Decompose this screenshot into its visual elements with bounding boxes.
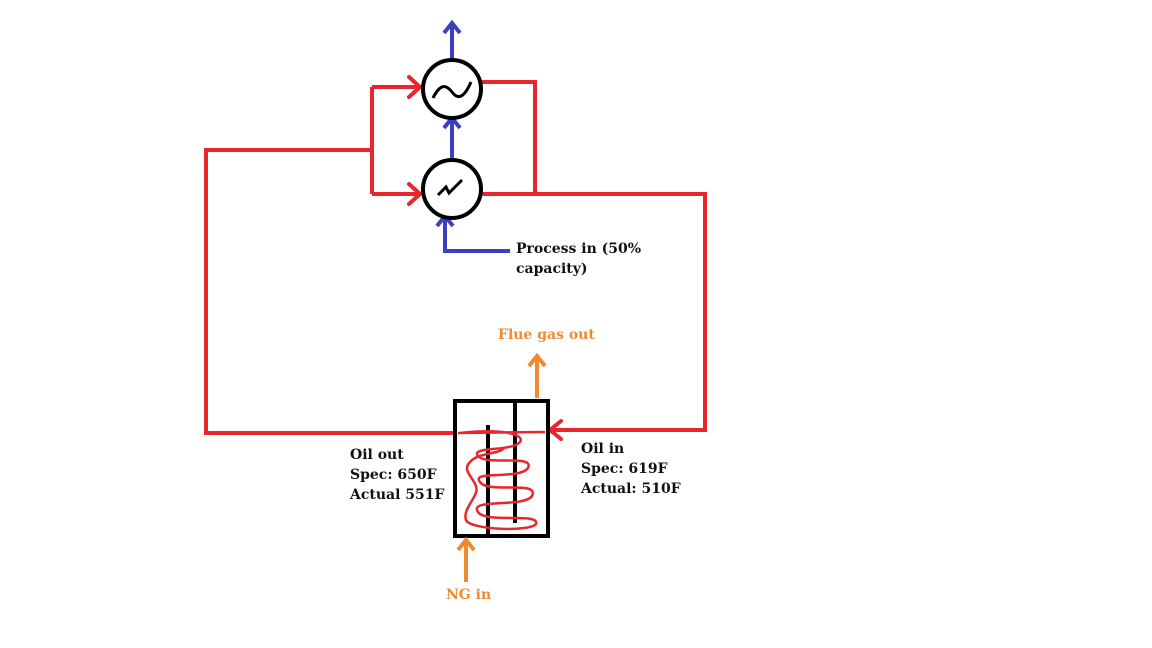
oil-return-line [482,192,707,432]
exchanger-bottom [421,158,483,220]
heat-exchanger-icon [436,178,464,197]
fuel-lines [456,352,547,582]
arrow-into-bottom-exchanger [407,182,423,206]
process-in-label: Process in (50% capacity) [516,239,641,279]
arrow-flue-gas [527,352,547,368]
oil-out-line [204,148,455,435]
oil-in-spec: Spec: 619F [581,461,668,477]
process-in-line2: capacity) [516,261,588,277]
oil-in-label: Oil in Spec: 619F Actual: 510F [581,439,681,499]
oil-in-title: Oil in [581,441,625,457]
ng-in-label: NG in [446,587,492,603]
process-in-line1: Process in (50% [516,241,642,257]
oil-out-spec: Spec: 650F [350,467,437,483]
oil-out-actual: Actual 551F [350,487,445,503]
oil-out-label: Oil out Spec: 650F Actual 551F [350,445,444,505]
fired-heater [453,399,550,538]
arrow-ng-in [456,536,476,552]
oil-in-actual: Actual: 510F [581,481,681,497]
heat-exchanger-icon [431,81,473,99]
oil-out-title: Oil out [350,447,404,463]
exchanger-top [421,58,483,120]
fired-heater-coil-icon [457,430,546,531]
flue-gas-out-label: Flue gas out [498,327,595,343]
oil-return-top [482,80,537,194]
process-in-line [443,218,510,253]
arrow-into-top-exchanger [407,75,423,99]
oil-circuit [204,80,707,435]
arrow-process-out [442,19,462,35]
